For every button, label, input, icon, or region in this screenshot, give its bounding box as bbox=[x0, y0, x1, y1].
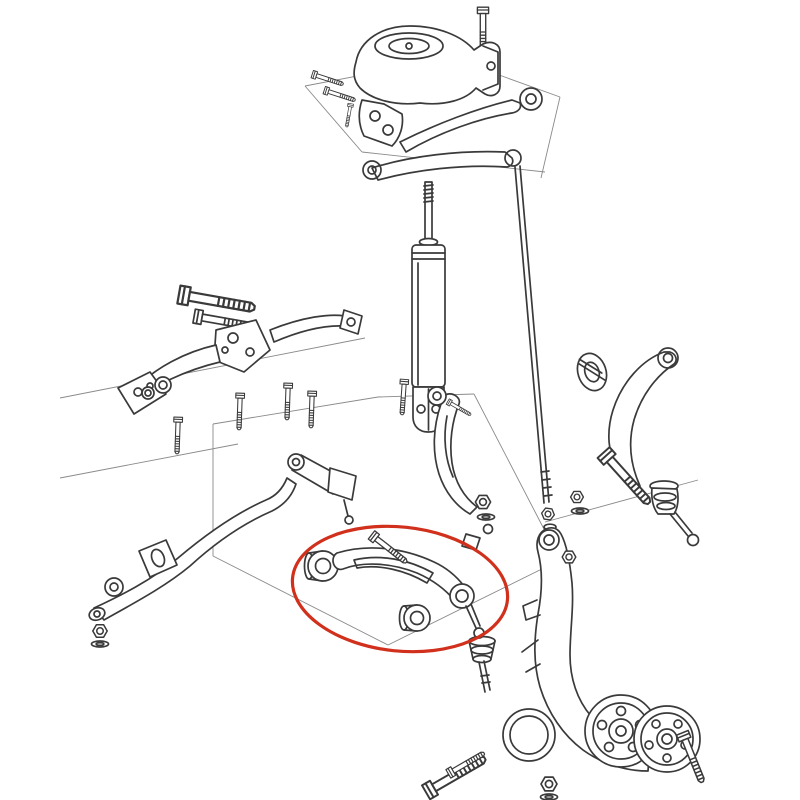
lower-ball-joint bbox=[468, 635, 496, 693]
bolt-icon bbox=[322, 86, 357, 105]
bolt-icon bbox=[172, 416, 184, 455]
subframe-assembly bbox=[117, 284, 363, 455]
upper-control-arms bbox=[362, 87, 543, 181]
washer-icon bbox=[476, 513, 496, 521]
washer-icon bbox=[539, 793, 559, 800]
washer-icon bbox=[570, 507, 590, 515]
upper-link bbox=[371, 150, 514, 181]
bolt-icon bbox=[343, 102, 354, 128]
upper-mount-bracket bbox=[310, 25, 501, 147]
washer-icon bbox=[90, 640, 110, 648]
bolt-icon bbox=[397, 378, 410, 416]
nut-icon bbox=[569, 490, 585, 504]
nut-icon bbox=[474, 494, 492, 510]
bolt-icon bbox=[306, 390, 318, 429]
right-curved-arm bbox=[596, 347, 700, 547]
bolt-icon bbox=[282, 382, 294, 421]
mount-lower-bracket bbox=[358, 99, 404, 147]
bolt-icon bbox=[176, 284, 258, 318]
link-clevis bbox=[327, 467, 357, 501]
strut bbox=[411, 181, 446, 433]
steering-knuckle bbox=[502, 527, 651, 772]
nut-icon bbox=[540, 506, 556, 522]
nut-icon bbox=[540, 776, 558, 792]
upper-arm bbox=[399, 99, 522, 153]
stabilizer-clamp bbox=[138, 539, 178, 578]
stabilizer-link-rod bbox=[514, 165, 590, 537]
guide-arm bbox=[397, 378, 478, 515]
lower-control-arm bbox=[303, 530, 485, 639]
bolt-icon bbox=[234, 392, 246, 431]
nut-icon bbox=[92, 624, 108, 638]
nut-icon bbox=[561, 550, 577, 564]
subframe-plate bbox=[213, 319, 271, 373]
drop-link bbox=[287, 453, 357, 525]
highlight-ellipse bbox=[290, 524, 510, 654]
stabilizer-bar bbox=[88, 477, 297, 648]
rubber-bushing-right bbox=[576, 352, 608, 392]
wheel-bearing bbox=[633, 705, 701, 773]
